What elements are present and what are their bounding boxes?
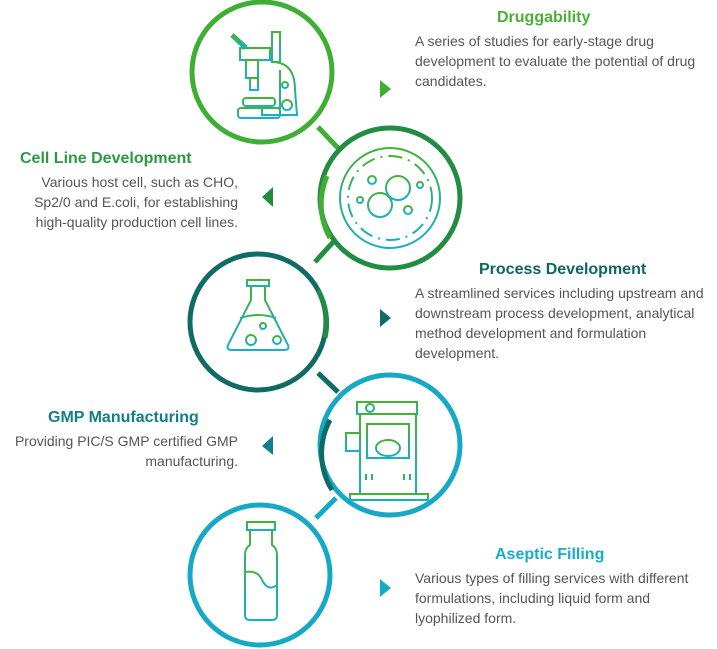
- step-description: Various host cell, such as CHO, Sp2/0 an…: [34, 174, 238, 230]
- step-cell-line-development: Cell Line Development Various host cell,…: [2, 150, 238, 232]
- step-circle-process: [187, 251, 329, 393]
- step-title: GMP Manufacturing: [48, 409, 199, 426]
- step-circle-druggability: [189, 0, 335, 145]
- step-process-development: Process Development A streamlined servic…: [415, 261, 715, 363]
- connector-1: [316, 125, 340, 150]
- step-title: Druggability: [497, 9, 591, 26]
- manufacturing-machine-icon: [345, 401, 429, 501]
- step-description: A streamlined services including upstrea…: [415, 285, 704, 361]
- arrow-left-icon: [262, 436, 273, 455]
- microscope-icon: [230, 31, 299, 119]
- step-gmp-manufacturing: GMP Manufacturing Providing PIC/S GMP ce…: [2, 409, 238, 471]
- step-description: Various types of filling services with d…: [415, 570, 689, 626]
- step-druggability: Druggability A series of studies for ear…: [415, 9, 715, 91]
- flask-icon: [226, 279, 290, 351]
- step-circle-aseptic: [187, 502, 333, 648]
- step-title: Process Development: [479, 261, 647, 278]
- step-title: Cell Line Development: [20, 150, 192, 167]
- arrow-right-icon: [380, 309, 391, 327]
- connector-3: [316, 371, 340, 394]
- arrow-left-icon: [262, 187, 273, 207]
- arrow-right-icon: [380, 579, 391, 597]
- arrow-right-icon: [380, 80, 391, 98]
- step-aseptic-filling: Aseptic Filling Various types of filling…: [415, 546, 715, 628]
- step-title: Aseptic Filling: [495, 546, 605, 563]
- petri-dish-icon: [339, 147, 441, 249]
- vial-icon: [244, 521, 278, 621]
- step-description: Providing PIC/S GMP certified GMP manufa…: [14, 433, 238, 469]
- connector-2: [313, 238, 337, 264]
- connector-4: [314, 496, 338, 520]
- step-description: A series of studies for early-stage drug…: [415, 33, 696, 89]
